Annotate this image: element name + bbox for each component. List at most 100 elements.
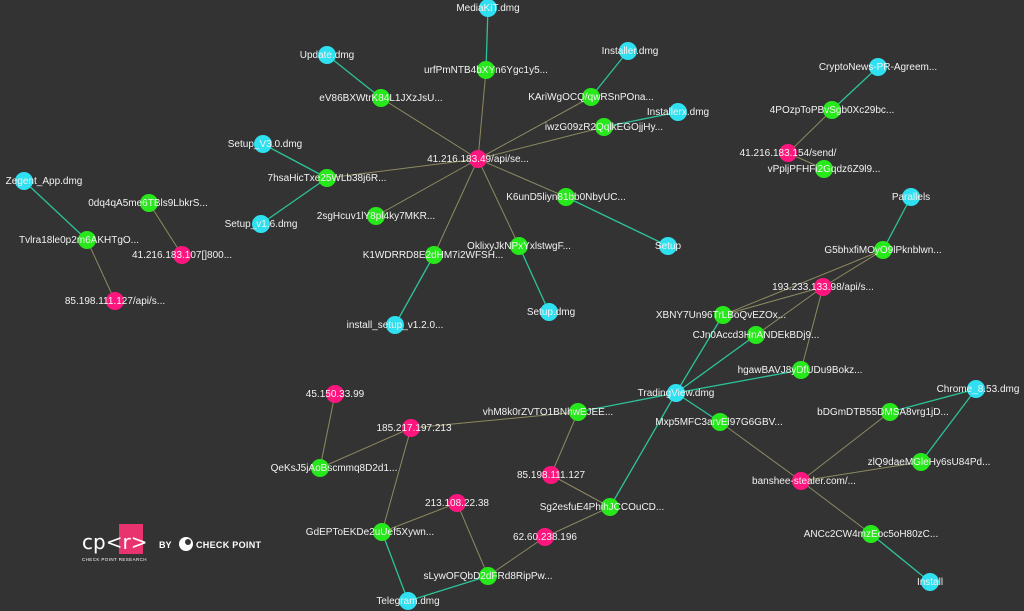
ip-node-marker[interactable] [326,385,344,403]
graph-node-ip[interactable]: 213.108.22.38 [425,494,489,512]
file-node-marker[interactable] [479,0,497,17]
graph-node-hash[interactable]: ANCc2CW4mzEoc5oH80zC... [804,525,938,543]
ip-node-marker[interactable] [173,246,191,264]
hash-node-marker[interactable] [425,246,443,264]
hash-node-marker[interactable] [373,523,391,541]
file-node-marker[interactable] [669,103,687,121]
hash-node-marker[interactable] [874,241,892,259]
graph-node-hash[interactable]: CJn0Accd3HnANDEkBDj9... [693,326,820,344]
ip-node-marker[interactable] [402,419,420,437]
file-node-marker[interactable] [921,573,939,591]
file-node-marker[interactable] [902,188,920,206]
file-node-marker[interactable] [659,237,677,255]
file-node-marker[interactable] [967,380,985,398]
graph-node-ip[interactable]: 62.60.238.196 [513,528,577,546]
hash-node-marker[interactable] [479,567,497,585]
graph-node-hash[interactable]: Mxp5MFC3arvEl97G6GBV... [655,413,783,431]
graph-node-hash[interactable]: Sg2esfuE4PhihJCCOuCD... [540,498,665,516]
hash-node-marker[interactable] [318,169,336,187]
hash-node-marker[interactable] [140,194,158,212]
graph-node-ip[interactable]: 41.216.183.107[]800... [132,246,232,264]
graph-node-hash[interactable]: 0dq4qA5me6TBls9LbkrS... [88,194,208,212]
graph-node-ip[interactable]: 193.233.133.98/api/s... [772,278,874,296]
hash-node-marker[interactable] [601,498,619,516]
hash-node-marker[interactable] [792,361,810,379]
graph-node-ip[interactable]: 41.216.183.154/send/ [740,144,837,162]
graph-node-ip[interactable]: 85.198.111.127 [517,466,585,484]
graph-node-hash[interactable]: bDGmDTB55DMSA8vrg1jD... [817,403,949,421]
graph-node-hash[interactable]: K6unD5liyn81bb0NbyUC... [506,188,626,206]
graph-node-file[interactable]: CryptoNews-PR-Agreem... [819,58,937,76]
ip-node-marker[interactable] [542,466,560,484]
graph-node-file[interactable]: Setup.dmg [527,303,575,321]
file-node-marker[interactable] [869,58,887,76]
graph-node-hash[interactable]: hgawBAVJ8yDfUDu9Bokz... [738,361,863,379]
graph-node-hash[interactable]: iwzG09zR2QqlkEGOjjHy... [545,118,663,136]
hash-node-marker[interactable] [477,61,495,79]
file-node-marker[interactable] [254,135,272,153]
graph-node-file[interactable]: Installer.dmg [602,42,659,60]
graph-node-hash[interactable]: eV86BXWtrK84L1JXzJsU... [319,89,443,107]
file-node-marker[interactable] [318,46,336,64]
hash-node-marker[interactable] [711,413,729,431]
file-node-marker[interactable] [252,215,270,233]
file-node-marker[interactable] [540,303,558,321]
graph-node-hash[interactable]: K1WDRRD8E2dHM7i2WFSH... [363,246,504,264]
file-node-marker[interactable] [399,592,417,610]
graph-node-hash[interactable]: 7hsaHicTxe25WLb38j6R... [268,169,387,187]
hash-node-marker[interactable] [510,237,528,255]
hash-node-marker[interactable] [557,188,575,206]
hash-node-marker[interactable] [815,160,833,178]
ip-node-marker[interactable] [448,494,466,512]
graph-node-hash[interactable]: sLywOFQbD2dFRd8RipPw... [423,567,553,585]
graph-node-file[interactable]: Telegram.dmg [376,592,440,610]
hash-node-marker[interactable] [78,231,96,249]
graph-node-file[interactable]: MediaKiT.dmg [456,0,520,17]
ip-node-marker[interactable] [536,528,554,546]
graph-node-file[interactable]: Update.dmg [300,46,354,64]
graph-node-hash[interactable]: QeKsJ5jAoBscmmq8D2d1... [271,459,398,477]
hash-node-marker[interactable] [582,88,600,106]
ip-node-marker[interactable] [779,144,797,162]
file-node-marker[interactable] [619,42,637,60]
graph-node-file[interactable]: install_setup_v1.2.0... [347,316,444,334]
hash-node-marker[interactable] [823,101,841,119]
graph-node-file[interactable]: Setup_V3.0.dmg [228,135,303,153]
ip-node-marker[interactable] [792,472,810,490]
file-node-marker[interactable] [15,172,33,190]
graph-node-file[interactable]: Zegent_App.dmg [6,172,83,190]
graph-node-ip[interactable]: 85.198.111.127/api/s... [65,292,165,310]
graph-node-file[interactable]: Install [917,573,943,591]
hash-node-marker[interactable] [862,525,880,543]
graph-node-file[interactable]: Setup [655,237,682,255]
graph-node-hash[interactable]: vPpljPFHFi2Gqdz6Z9l9... [768,160,881,178]
graph-node-file[interactable]: Setup_v1.6.dmg [225,215,298,233]
ip-node-marker[interactable] [814,278,832,296]
graph-node-ip[interactable]: 185.217.197.213 [376,419,452,437]
graph-node-hash[interactable]: XBNY7Un96TrLBoQvEZOx... [656,306,786,324]
hash-node-marker[interactable] [747,326,765,344]
graph-node-ip[interactable]: banshee-stealer.com/... [752,472,856,490]
graph-node-hash[interactable]: zlQ9daeMGleHy6sU84Pd... [868,453,991,471]
graph-node-file[interactable]: TradingView.dmg [638,384,715,402]
graph-node-hash[interactable]: urfPmNTB4bXYn6Ygc1y5... [424,61,548,79]
graph-node-ip[interactable]: 41.216.183.49/api/se... [427,150,529,168]
hash-node-marker[interactable] [881,403,899,421]
graph-node-file[interactable]: Chrome_8.53.dmg [937,380,1020,398]
hash-node-marker[interactable] [569,403,587,421]
ip-node-marker[interactable] [469,150,487,168]
graph-node-ip[interactable]: 45.150.33.99 [306,385,365,403]
graph-node-hash[interactable]: Tvlra18le0p2m6AKHTgO... [19,231,139,249]
graph-node-hash[interactable]: GdEPToEKDe2uUef5Xywn... [306,523,434,541]
graph-node-file[interactable]: Parallels [892,188,930,206]
graph-node-hash[interactable]: KAriWgOCQ/qwRSnPOna... [528,88,654,106]
graph-node-hash[interactable]: OklixyJkNPxYxlstwgF... [467,237,571,255]
graph-node-file[interactable]: Installerx.dmg [647,103,709,121]
hash-node-marker[interactable] [311,459,329,477]
graph-node-hash[interactable]: vhM8k0rZVTO1BNhwEJEE... [483,403,613,421]
file-node-marker[interactable] [667,384,685,402]
ip-node-marker[interactable] [106,292,124,310]
hash-node-marker[interactable] [372,89,390,107]
file-node-marker[interactable] [386,316,404,334]
graph-node-hash[interactable]: 4POzpToPBvSgb0Xc29bc... [770,101,895,119]
